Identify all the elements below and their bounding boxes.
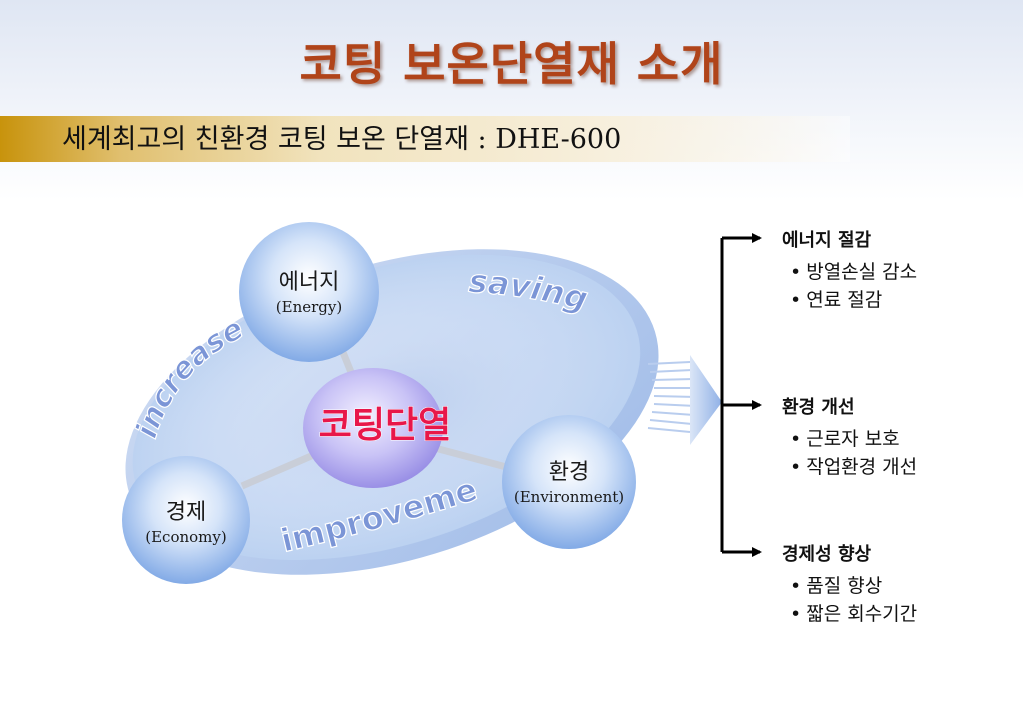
center-label: 코팅단열 (319, 405, 451, 446)
subtitle-bar (0, 116, 850, 162)
list-item: 품질 향상 (790, 572, 917, 600)
list-item: 짧은 회수기간 (790, 600, 917, 628)
economy-label: 경제 (Economy) (126, 494, 246, 546)
page-title: 코팅 보온단열재 소개 (299, 37, 724, 91)
list-item: 근로자 보호 (790, 425, 917, 453)
economy-label-en: (Economy) (145, 528, 227, 546)
benefit-title-economy: 경제성 향상 (782, 544, 872, 565)
benefit-list-environment: 근로자 보호 작업환경 개선 (790, 425, 917, 481)
economy-bubble (122, 456, 250, 584)
subtitle: 세계최고의 친환경 코팅 보온 단열재 : DHE-600 (62, 124, 622, 155)
benefit-list-energy: 방열손실 감소 연료 절감 (790, 258, 917, 314)
environment-label-en: (Environment) (513, 488, 625, 506)
bracket-connector (720, 233, 762, 557)
benefit-list-economy: 품질 향상 짧은 회수기간 (790, 572, 917, 628)
center-bubble (303, 368, 443, 488)
energy-label-en: (Energy) (275, 298, 343, 316)
environment-label-ko: 환경 (548, 460, 590, 485)
list-item: 작업환경 개선 (790, 453, 917, 481)
energy-label: 에너지 (Energy) (249, 264, 369, 316)
environment-bubble (502, 415, 636, 549)
energy-label-ko: 에너지 (278, 270, 340, 295)
energy-bubble (239, 222, 379, 362)
list-item: 방열손실 감소 (790, 258, 917, 286)
benefit-title-energy: 에너지 절감 (782, 230, 872, 251)
economy-label-ko: 경제 (165, 500, 207, 525)
connector-environment (434, 444, 511, 472)
environment-label: 환경 (Environment) (505, 454, 633, 506)
benefit-title-environment: 환경 개선 (782, 397, 855, 418)
list-item: 연료 절감 (790, 286, 917, 314)
output-arrow (647, 355, 722, 445)
